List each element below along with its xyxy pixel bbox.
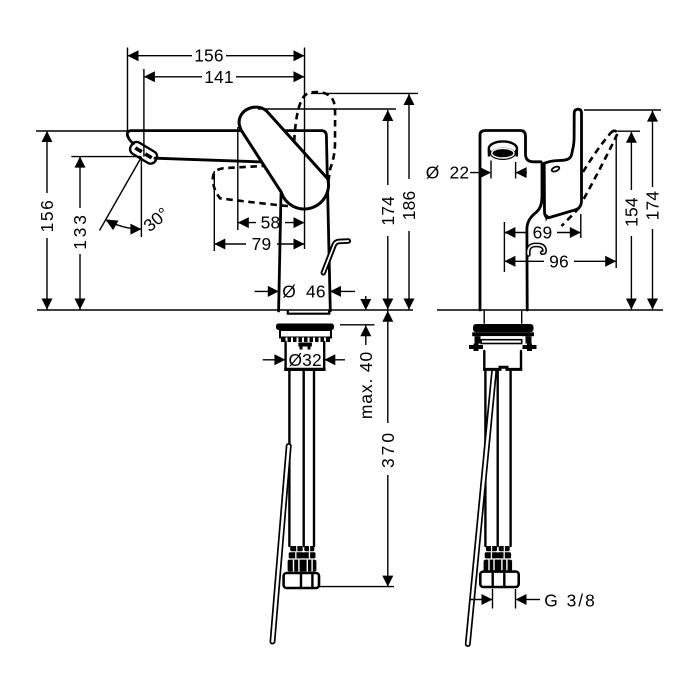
svg-text:96: 96 [549, 251, 569, 271]
svg-text:156: 156 [194, 46, 224, 66]
svg-text:69: 69 [533, 223, 553, 243]
svg-text:141: 141 [204, 67, 234, 87]
svg-text:154: 154 [622, 197, 642, 227]
svg-text:370: 370 [378, 430, 398, 468]
svg-text:Ø 46: Ø 46 [282, 281, 326, 301]
svg-text:max. 40: max. 40 [356, 351, 376, 419]
svg-text:174: 174 [378, 196, 398, 226]
svg-text:174: 174 [643, 191, 663, 221]
svg-text:Ø 22: Ø 22 [426, 163, 470, 183]
svg-text:133: 133 [70, 212, 90, 249]
svg-text:G 3/8: G 3/8 [544, 591, 597, 611]
svg-text:156: 156 [37, 199, 57, 233]
svg-text:79: 79 [252, 234, 272, 254]
svg-text:186: 186 [399, 191, 419, 221]
svg-text:58: 58 [261, 213, 281, 233]
svg-text:Ø32: Ø32 [288, 350, 321, 370]
